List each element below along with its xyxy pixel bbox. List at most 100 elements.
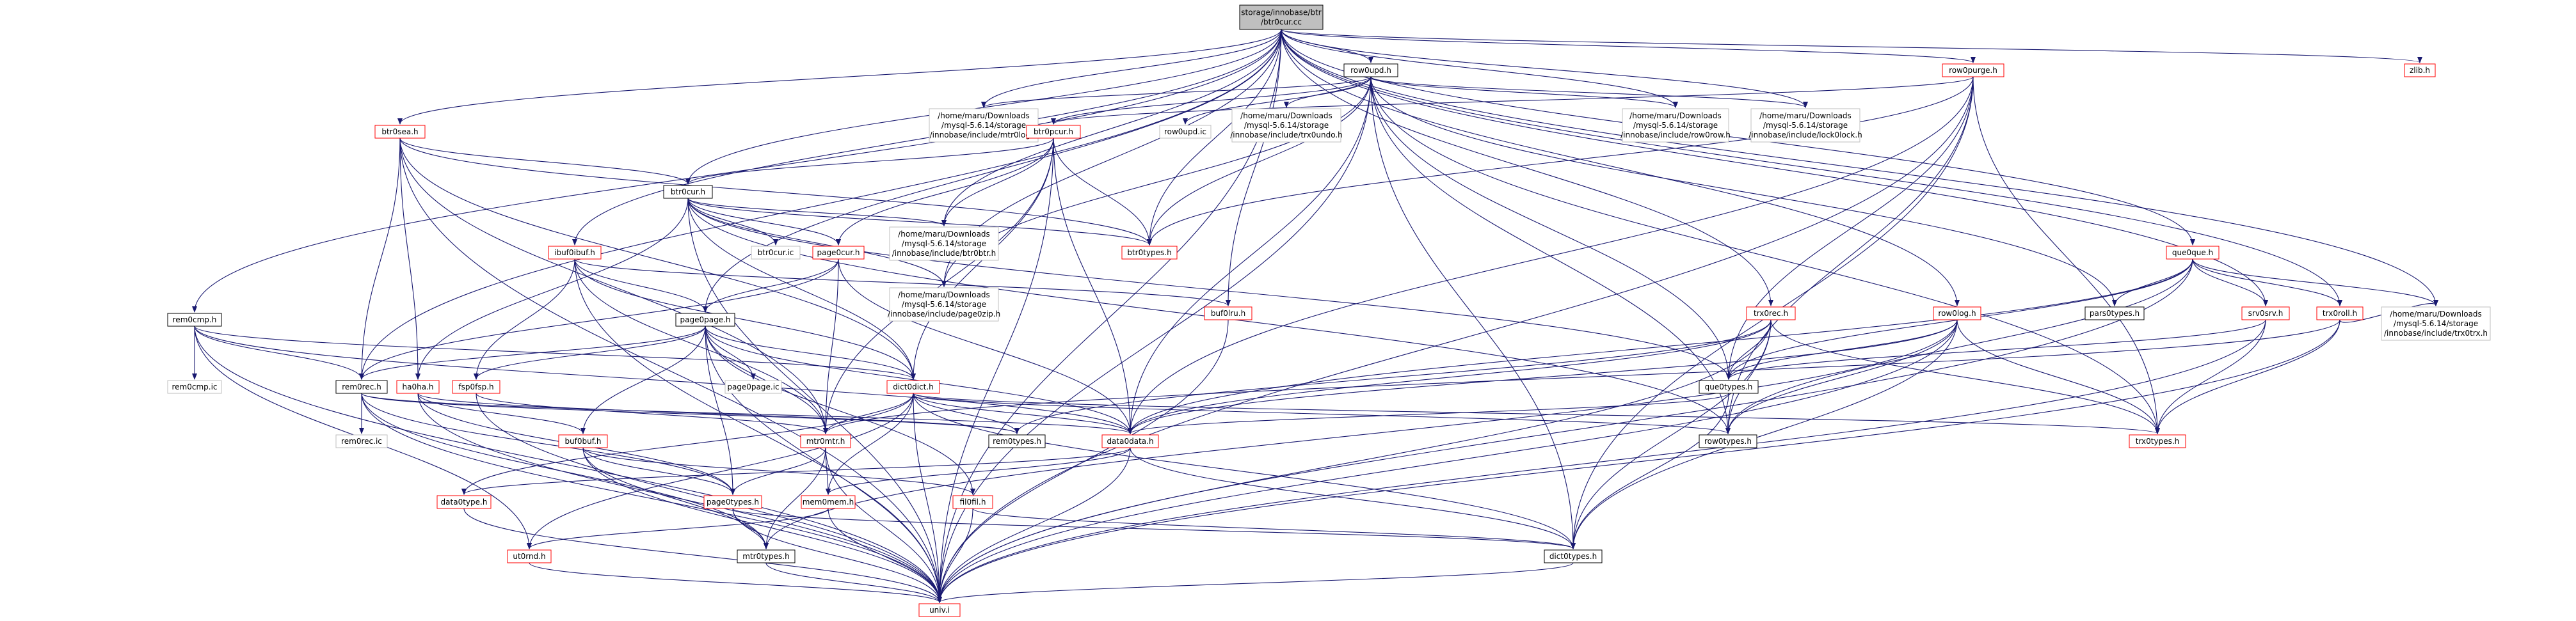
node-srv0srv_h[interactable]: srv0srv.h [2241,306,2290,320]
node-row0purge_h[interactable]: row0purge.h [1942,63,2004,77]
node-btr0types_h[interactable]: btr0types.h [1121,246,1178,260]
node-buf0lru_h[interactable]: buf0lru.h [1204,306,1252,320]
node-mtr0types_h[interactable]: mtr0types.h [737,549,796,563]
node-mem0mem_h[interactable]: mem0mem.h [801,495,856,509]
edge-root-to-zlib_h [1281,29,2422,63]
edge-page0page_h-to-buf0buf_h [580,326,706,434]
node-data0data_h[interactable]: data0data.h [1101,434,1159,448]
node-trx0undo_h[interactable]: /home/maru/Downloads/mysql-5.6.14/storag… [1230,108,1343,143]
node-page0cur_h[interactable]: page0cur.h [812,246,865,260]
node-mtr0log_h[interactable]: /home/maru/Downloads/mysql-5.6.14/storag… [929,108,1039,143]
node-label: mtr0mtr.h [806,437,845,446]
edge-page0page_h-to-page0page_ic [705,326,756,380]
node-zlib_h[interactable]: zlib.h [2404,63,2436,77]
node-btr0cur_ic[interactable]: btr0cur.ic [751,246,801,260]
edge-row0upd_h-to-lock0lock_h [1370,76,1808,108]
node-trx0roll_h[interactable]: trx0roll.h [2316,306,2364,320]
node-label: /btr0cur.cc [1261,18,1302,27]
node-box [703,495,762,509]
node-btr0sea_h[interactable]: btr0sea.h [374,125,426,139]
node-trx0rec_h[interactable]: trx0rec.h [1746,306,1796,320]
edge-dict0dict_h-to-rem0types_h [913,393,1020,434]
edge-btr0cur_h-to-univ_i [687,198,942,603]
node-data0type_h[interactable]: data0type.h [436,495,492,509]
node-trx0trx_h[interactable]: /home/maru/Downloads/mysql-5.6.14/storag… [2381,306,2491,341]
node-btr0pcur_h[interactable]: btr0pcur.h [1026,125,1081,139]
node-label: /home/maru/Downloads [898,230,990,239]
node-ut0rnd_h[interactable]: ut0rnd.h [507,549,552,563]
node-box [1933,306,1981,320]
node-label: row0types.h [1704,437,1752,446]
edge-btr0pcur_h-to-btr0types_h [1053,138,1152,246]
edge-row0purge_h-to-row0types_h [1725,76,1974,434]
edge-trx0roll_h-to-univ_i [937,319,2340,603]
edge-trx0rec_h-to-dict0types_h [1571,319,1772,549]
node-row0upd_h[interactable]: row0upd.h [1343,63,1398,77]
edge-row0upd_h-to-pars0types_h [1370,76,2117,306]
node-root[interactable]: storage/innobase/btr/btr0cur.cc [1239,4,1324,30]
edge-btr0sea_h-to-ha0ha_h [399,138,420,380]
node-dict0dict_h[interactable]: dict0dict.h [886,380,940,394]
node-page0page_ic[interactable]: page0page.ic [724,380,782,394]
node-label: /home/maru/Downloads [1629,111,1722,120]
node-fil0fil_h[interactable]: fil0fil.h [952,495,993,509]
edge-page0page_h-to-data0data_h [705,326,1133,434]
node-box [2316,306,2364,320]
node-trx0types_h[interactable]: trx0types.h [2129,434,2186,448]
node-page0types_h[interactable]: page0types.h [703,495,762,509]
node-row0log_h[interactable]: row0log.h [1933,306,1981,320]
node-rem0rec_h[interactable]: rem0rec.h [335,380,388,394]
edge-que0que_h-to-trx0roll_h [2192,258,2342,306]
edge-root-to-ibuf0ibuf_h [572,29,1282,246]
node-label: /innobase/include/trx0undo.h [1230,130,1343,139]
edge-ibuf0ibuf_h-to-mtr0mtr_h [574,258,828,434]
node-rem0types_h[interactable]: rem0types.h [988,434,1046,448]
node-univ_i[interactable]: univ.i [918,603,961,617]
node-buf0buf_h[interactable]: buf0buf.h [558,434,608,448]
edge-rem0rec_h-to-mtr0types_h [361,393,769,549]
edge-mtr0mtr_h-to-univ_i [825,447,942,603]
node-dict0types_h[interactable]: dict0types.h [1544,549,1603,563]
node-label: /innobase/include/mtr0log.h [930,130,1038,139]
node-page0page_h[interactable]: page0page.h [675,313,735,327]
node-page0zip_h[interactable]: /home/maru/Downloads/mysql-5.6.14/storag… [888,287,1000,322]
node-box [724,380,782,394]
edge-dict0dict_h-to-dict0types_h [913,393,1576,549]
node-row0upd_ic[interactable]: row0upd.ic [1159,125,1212,139]
edge-mtr0mtr_h-to-page0types_h [730,447,826,495]
node-ha0ha_h[interactable]: ha0ha.h [396,380,440,394]
edge-btr0sea_h-to-univ_i [399,138,942,603]
edge-btr0cur_h-to-btr0btr_h [687,198,947,226]
node-row0row_h[interactable]: /home/maru/Downloads/mysql-5.6.14/storag… [1620,108,1731,143]
edge-root-to-lock0lock_h [1281,29,1808,108]
node-box [751,246,801,260]
nodes-layer: storage/innobase/btr/btr0cur.cc row0upd.h… [167,4,2491,617]
node-label: data0data.h [1107,437,1153,446]
node-lock0lock_h[interactable]: /home/maru/Downloads/mysql-5.6.14/storag… [1748,108,1862,143]
node-box [507,549,552,563]
node-mtr0mtr_h[interactable]: mtr0mtr.h [800,434,851,448]
node-label: /mysql-5.6.14/storage [941,121,1026,130]
node-btr0cur_h[interactable]: btr0cur.h [663,185,713,199]
node-ibuf0ibuf_h[interactable]: ibuf0ibuf.h [548,246,602,260]
node-label: buf0buf.h [564,437,601,446]
node-rem0cmp_h[interactable]: rem0cmp.h [167,313,222,327]
node-que0que_h[interactable]: que0que.h [2166,246,2220,260]
node-pars0types_h[interactable]: pars0types.h [2084,306,2145,320]
node-box [663,185,713,199]
node-rem0cmp_ic[interactable]: rem0cmp.ic [167,380,222,394]
node-label: trx0rec.h [1754,309,1788,318]
node-que0types_h[interactable]: que0types.h [1699,380,1759,394]
edge-buf0buf_h-to-page0types_h [582,447,735,495]
node-btr0btr_h[interactable]: /home/maru/Downloads/mysql-5.6.14/storag… [889,226,999,261]
edge-trx0rec_h-to-data0data_h [1128,319,1772,434]
node-label: /innobase/include/lock0lock.h [1748,130,1862,139]
node-fsp0fsp_h[interactable]: fsp0fsp.h [452,380,500,394]
node-box [396,380,440,394]
node-row0types_h[interactable]: row0types.h [1699,434,1757,448]
edge-trx0roll_h-to-trx0types_h [2155,319,2340,434]
node-box [889,226,999,261]
node-rem0rec_ic[interactable]: rem0rec.ic [335,434,388,448]
node-box [889,287,999,322]
